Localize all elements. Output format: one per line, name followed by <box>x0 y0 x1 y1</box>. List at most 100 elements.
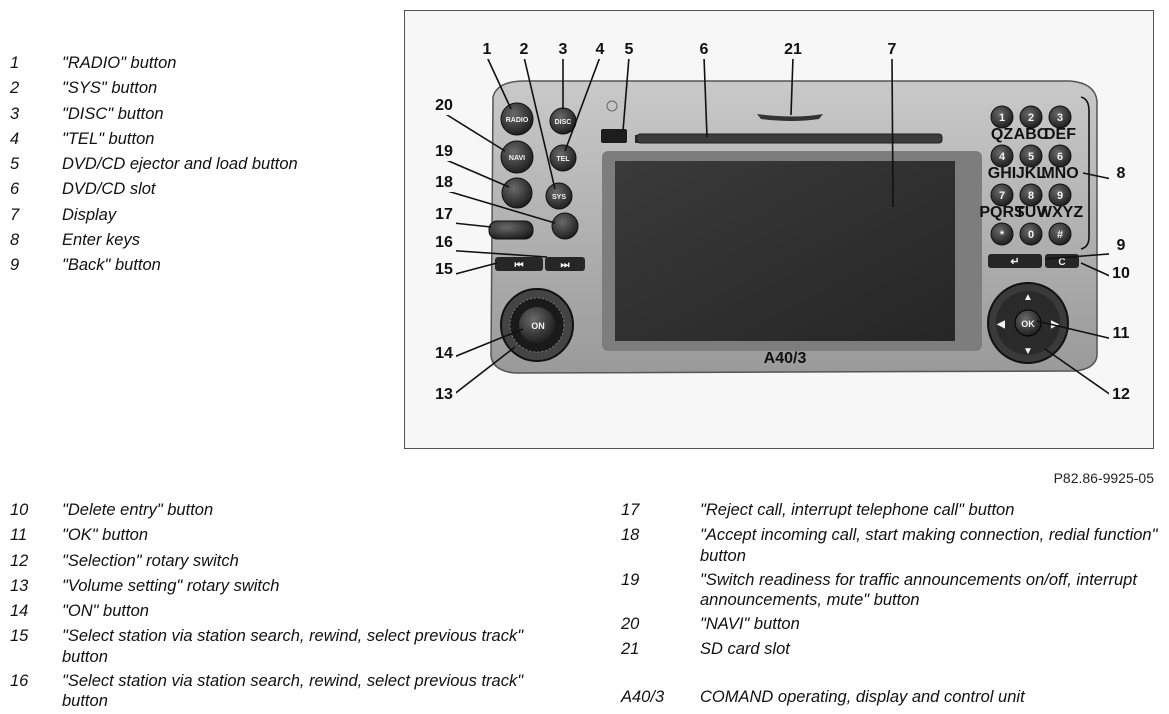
callout-5: 5 <box>625 41 634 58</box>
legend-row: 3"DISC" button <box>10 103 370 126</box>
callout-bg <box>432 384 456 404</box>
leader-line <box>1044 348 1122 403</box>
legend-row: 12"Selection" rotary switch <box>10 550 540 573</box>
legend-number: 7 <box>10 205 20 224</box>
legend-description: "Switch readiness for traffic announceme… <box>700 570 1137 610</box>
legend-description: "RADIO" button <box>62 54 177 72</box>
disc-button-label: DISC <box>555 119 572 126</box>
callout-19: 19 <box>435 143 453 160</box>
legend-row: 4 "TEL" button <box>10 128 370 151</box>
navi-button-label: NAVI <box>509 155 525 162</box>
leader-line <box>443 249 548 258</box>
rewind-icon: ⏮ <box>515 260 524 271</box>
key-letters: TUV <box>1015 204 1047 221</box>
key-digit: 3 <box>1057 112 1063 124</box>
callout-4: 4 <box>596 41 605 58</box>
legend-number: 19 <box>621 570 640 589</box>
legend-description: "Select station via station search, rewi… <box>62 627 524 666</box>
legend-number: 14 <box>10 602 29 621</box>
navi-button <box>500 140 534 174</box>
legend-number: 2 <box>10 79 20 98</box>
callout-15: 15 <box>435 261 453 278</box>
key-5 <box>1019 144 1043 168</box>
legend-row: 20"NAVI" button <box>621 613 1161 636</box>
legend-description: Display <box>62 205 117 224</box>
legend-row: 7 Display <box>10 204 370 227</box>
legend-description <box>700 663 1161 683</box>
leader-line <box>443 189 556 224</box>
legend-number: 11 <box>10 526 28 545</box>
radio-button <box>500 102 534 136</box>
legend-number: 18 <box>621 526 640 545</box>
legend-description: "Reject call, interrupt telephone call" … <box>700 501 1015 519</box>
callout-17: 17 <box>435 206 453 223</box>
callout-2: 2 <box>520 41 529 58</box>
sys-button <box>545 182 573 210</box>
callout-7: 7 <box>888 41 897 58</box>
ok-button <box>1014 309 1042 337</box>
sys-button-label: SYS <box>552 194 566 201</box>
rewind-button <box>495 257 543 271</box>
callout-bg <box>1109 323 1133 343</box>
key-1 <box>990 105 1014 129</box>
ir-sensor <box>606 100 618 112</box>
legend-description: DVD/CD slot <box>62 180 156 199</box>
legend-number: 21 <box>621 640 640 659</box>
leader-line <box>790 56 794 116</box>
callout-bg <box>588 39 612 59</box>
callout-18: 18 <box>435 174 453 191</box>
key-digit: # <box>1057 229 1063 241</box>
callout-13: 13 <box>435 386 453 403</box>
callout-1: 1 <box>483 41 492 58</box>
legend-description: "Selection" rotary switch <box>62 551 239 570</box>
figure-reference: P82.86-9925-05 <box>1053 470 1154 486</box>
key-digit: 9 <box>1057 190 1063 202</box>
legend-number: 8 <box>10 231 20 250</box>
legend-row: 15 "Select station via station search, re… <box>10 625 540 667</box>
callout-6: 6 <box>700 41 709 58</box>
on-button <box>519 307 555 343</box>
legend-bottom-right: 17"Reject call, interrupt telephone call… <box>621 499 1161 711</box>
key-digit: 8 <box>1028 190 1034 202</box>
legend-description: "SYS" button <box>62 79 158 98</box>
sd-card-slot <box>757 114 823 121</box>
key-digit: 0 <box>1028 229 1034 241</box>
key-letters: JKL <box>1016 165 1046 182</box>
legend-row <box>621 663 1161 683</box>
legend-number: 16 <box>10 671 29 690</box>
callout-bg <box>781 39 805 59</box>
tel-button-label: TEL <box>556 156 570 163</box>
leader-line <box>622 56 630 132</box>
back-icon: ↵ <box>1010 256 1019 268</box>
selection-rotary-switch: OK▲▼◀▶ <box>987 282 1069 364</box>
legend-description: "Select station via station search, rewi… <box>62 671 524 711</box>
arrow-up-icon: ▲ <box>1023 292 1033 303</box>
legend-number: 4 <box>10 129 20 148</box>
callout-9: 9 <box>1117 237 1126 254</box>
legend-description: Enter keys <box>62 231 140 250</box>
leader-line <box>443 158 510 188</box>
key-8 <box>1019 183 1043 207</box>
key-2 <box>1019 105 1043 129</box>
key-letters: ABC <box>1014 126 1049 143</box>
callout-bg <box>1109 235 1133 255</box>
legend-number: 15 <box>10 627 29 646</box>
legend-number: 9 <box>10 256 20 275</box>
legend-description: "ON" button <box>62 602 149 621</box>
key-letters: GHI <box>988 165 1016 182</box>
reject-call-button <box>488 220 534 240</box>
legend-number: A40/3 <box>621 687 665 706</box>
legend-description: "NAVI" button <box>700 614 800 633</box>
callout-11: 11 <box>1113 325 1130 342</box>
callout-bg <box>617 39 641 59</box>
legend-description: "Delete entry" button <box>62 501 214 519</box>
callout-bg <box>432 343 456 363</box>
legend-description: "TEL" button <box>62 129 155 148</box>
callout-bg <box>432 95 456 115</box>
